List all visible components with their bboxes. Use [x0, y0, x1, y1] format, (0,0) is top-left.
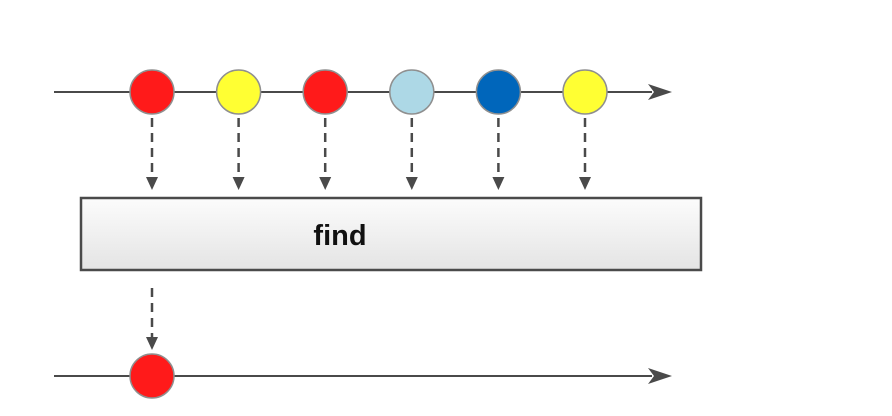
output-marbles: [129, 353, 175, 399]
input-arrow-6-head: [579, 177, 591, 190]
input-marble-3: [302, 69, 348, 115]
input-arrow-3-head: [319, 177, 332, 190]
input-timeline-arrow: [648, 84, 672, 100]
output-arrow-1: [146, 288, 158, 350]
input-to-operator-arrows: [146, 118, 591, 190]
input-arrow-4: [405, 118, 418, 190]
output-arrow-1-head: [146, 337, 158, 350]
input-arrow-2: [232, 118, 245, 190]
output-marble-1: [129, 353, 175, 399]
input-arrow-1: [146, 118, 158, 190]
input-marble-6: [562, 69, 608, 115]
input-arrow-6: [579, 118, 591, 190]
input-marble-5: [475, 69, 522, 115]
operator-box: [79, 196, 703, 272]
input-arrow-3: [319, 118, 332, 190]
input-marble-4: [389, 69, 435, 115]
input-marble-1: [129, 69, 175, 115]
input-arrow-5: [492, 118, 505, 190]
output-timeline-arrow: [648, 368, 672, 384]
operator-to-output-arrows: [146, 288, 158, 350]
operator-label: find: [313, 220, 366, 252]
input-arrow-2-head: [232, 177, 245, 190]
input-arrow-1-head: [146, 177, 158, 190]
input-arrow-5-head: [492, 177, 505, 190]
input-arrow-4-head: [405, 177, 418, 190]
input-marble-2: [215, 69, 262, 115]
input-marbles: [129, 69, 608, 115]
find-operator-box: find: [79, 196, 703, 272]
